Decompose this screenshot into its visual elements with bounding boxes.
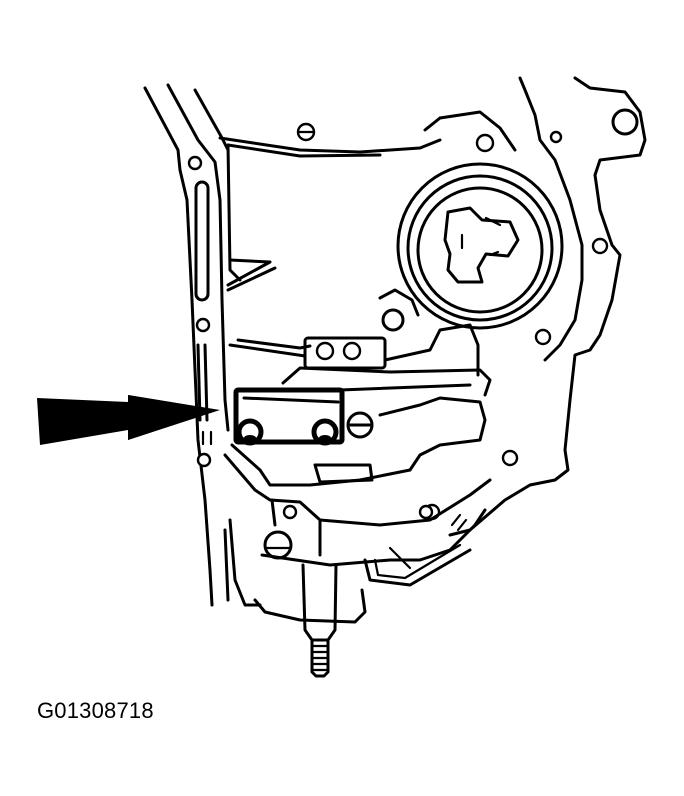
callout-arrow: [37, 395, 220, 445]
target-bracket: [233, 387, 345, 446]
figure-id-label: G01308718: [37, 698, 154, 723]
right-flange: [423, 76, 647, 537]
lower-casting: [223, 396, 492, 624]
left-flange: [143, 83, 230, 607]
threaded-stud: [301, 563, 338, 678]
upper-pan-edge: [218, 122, 442, 292]
linkage-area: [228, 288, 492, 397]
pump-housing: [396, 110, 564, 330]
